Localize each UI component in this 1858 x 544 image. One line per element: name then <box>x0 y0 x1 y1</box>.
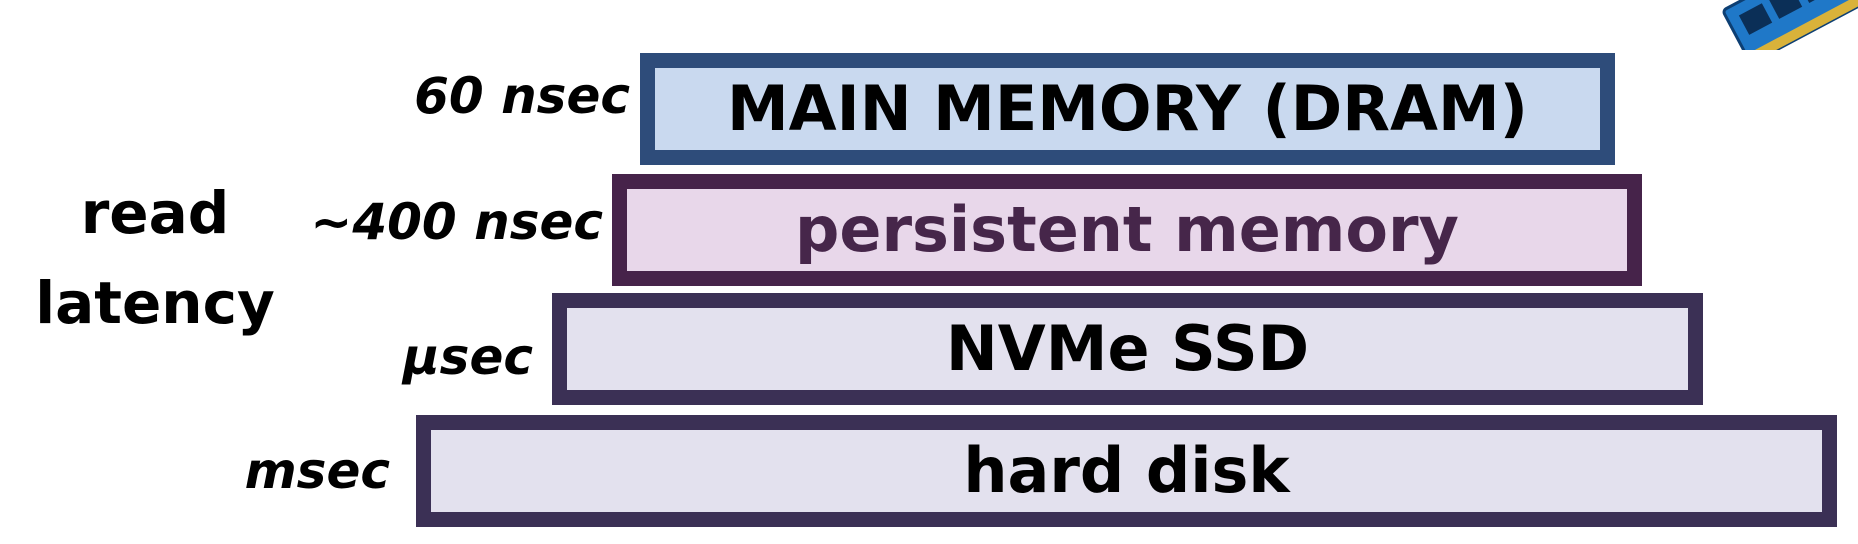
tier-hard-disk-label: hard disk <box>963 434 1290 507</box>
read-latency-line-2: latency <box>35 269 275 337</box>
tier-main-memory: MAIN MEMORY (DRAM) <box>640 53 1615 165</box>
latency-persistent-memory: ~400 nsec <box>310 193 603 251</box>
latency-dram: 60 nsec <box>414 67 630 125</box>
tier-hard-disk: hard disk <box>416 415 1837 527</box>
tier-nvme-ssd: NVMe SSD <box>552 293 1703 405</box>
latency-hard-disk: msec <box>244 442 390 500</box>
read-latency-line-1: read <box>80 179 230 247</box>
tier-nvme-ssd-label: NVMe SSD <box>945 312 1310 385</box>
latency-nvme-ssd: μsec <box>402 328 533 386</box>
tier-persistent-memory: persistent memory <box>612 174 1642 286</box>
memory-module-icon <box>1705 0 1858 64</box>
read-latency-label: read latency <box>20 168 290 348</box>
tier-main-memory-label: MAIN MEMORY (DRAM) <box>726 72 1529 145</box>
tier-persistent-memory-label: persistent memory <box>795 193 1459 266</box>
